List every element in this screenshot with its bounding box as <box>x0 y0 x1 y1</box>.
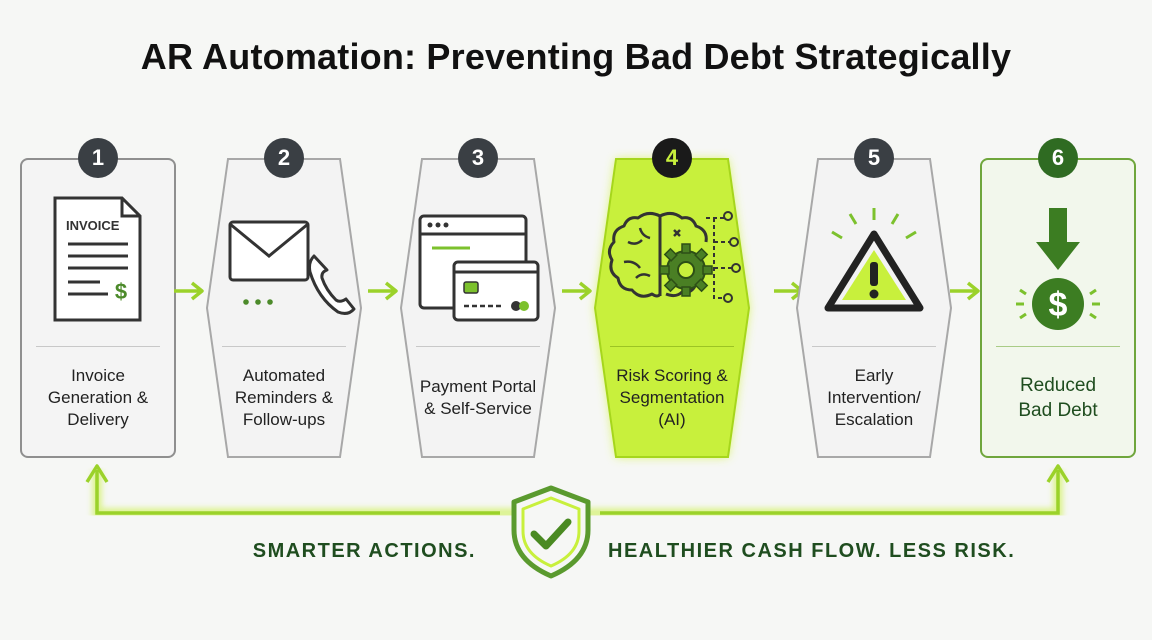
step-divider <box>812 346 936 347</box>
invoice-text: INVOICE <box>66 218 120 233</box>
arrow-right-icon <box>950 281 980 301</box>
step-number-badge: 3 <box>458 138 498 178</box>
step-label: Risk Scoring & Segmentation (AI) <box>602 358 742 438</box>
step-label: Automated Reminders & Follow-ups <box>214 358 354 438</box>
arrow-right-icon <box>174 281 204 301</box>
arrow-right-icon <box>368 281 398 301</box>
label-line: Risk Scoring & <box>616 366 728 385</box>
label-line: Follow-ups <box>242 410 326 429</box>
step-2: 2 Automated Reminders & Follow-ups <box>206 138 362 458</box>
step-5: 5 Early Intervention/ Escalation <box>796 138 952 458</box>
payment-card-icon <box>418 214 540 322</box>
label-line: Automated <box>242 366 326 385</box>
step-divider <box>416 346 540 347</box>
label-line: & Self-Service <box>424 399 532 418</box>
step-number-badge: 2 <box>264 138 304 178</box>
shield-check-icon <box>511 485 591 579</box>
label-line: Early <box>854 366 894 385</box>
step-label: Payment Portal & Self-Service <box>408 358 548 438</box>
step-4: 4 Risk Scori <box>593 138 751 458</box>
step-3: 3 Payment Portal & Self-Service <box>400 138 556 458</box>
label-line: Segmentation <box>619 388 725 407</box>
step-divider <box>996 346 1120 347</box>
step-1: 1 $ INVOICE Invoice Generation & Deliver… <box>20 138 176 458</box>
label-line: Reduced <box>1019 375 1097 396</box>
label-line: Reminders & <box>234 388 334 407</box>
step-number-badge: 1 <box>78 138 118 178</box>
step-number-badge: 5 <box>854 138 894 178</box>
label-line: Intervention/ <box>827 388 921 407</box>
invoice-icon: $ INVOICE <box>53 196 142 322</box>
label-line: Delivery <box>67 410 129 429</box>
label-line: Escalation <box>834 410 914 429</box>
label-line: Invoice <box>71 366 125 385</box>
envelope-phone-icon <box>228 220 356 315</box>
tagline-left: SMARTER ACTIONS. <box>252 540 476 562</box>
arrow-right-icon <box>562 281 592 301</box>
step-divider <box>36 346 160 347</box>
step-6: 6 $ Reduced Bad Debt <box>980 138 1136 458</box>
step-number-badge: 6 <box>1038 138 1078 178</box>
svg-text:$: $ <box>115 279 127 304</box>
step-divider <box>610 346 734 347</box>
step-label: Invoice Generation & Delivery <box>28 358 168 438</box>
step-card <box>593 158 751 458</box>
label-line: (AI) <box>658 410 686 429</box>
label-line: Generation & <box>47 388 149 407</box>
dollar-down-icon: $ <box>1016 208 1100 330</box>
step-label: Early Intervention/ Escalation <box>804 358 944 438</box>
tagline-right: HEALTHIER CASH FLOW. LESS RISK. <box>608 540 1016 562</box>
step-number-badge: 4 <box>652 138 692 178</box>
page-title: AR Automation: Preventing Bad Debt Strat… <box>140 36 1012 77</box>
step-divider <box>222 346 346 347</box>
label-line: Payment Portal <box>419 377 537 396</box>
warning-icon <box>824 208 924 312</box>
step-label: Reduced Bad Debt <box>988 358 1128 438</box>
svg-text:$: $ <box>1049 286 1068 324</box>
brain-gear-icon <box>607 211 741 303</box>
label-line: Bad Debt <box>1018 400 1098 421</box>
